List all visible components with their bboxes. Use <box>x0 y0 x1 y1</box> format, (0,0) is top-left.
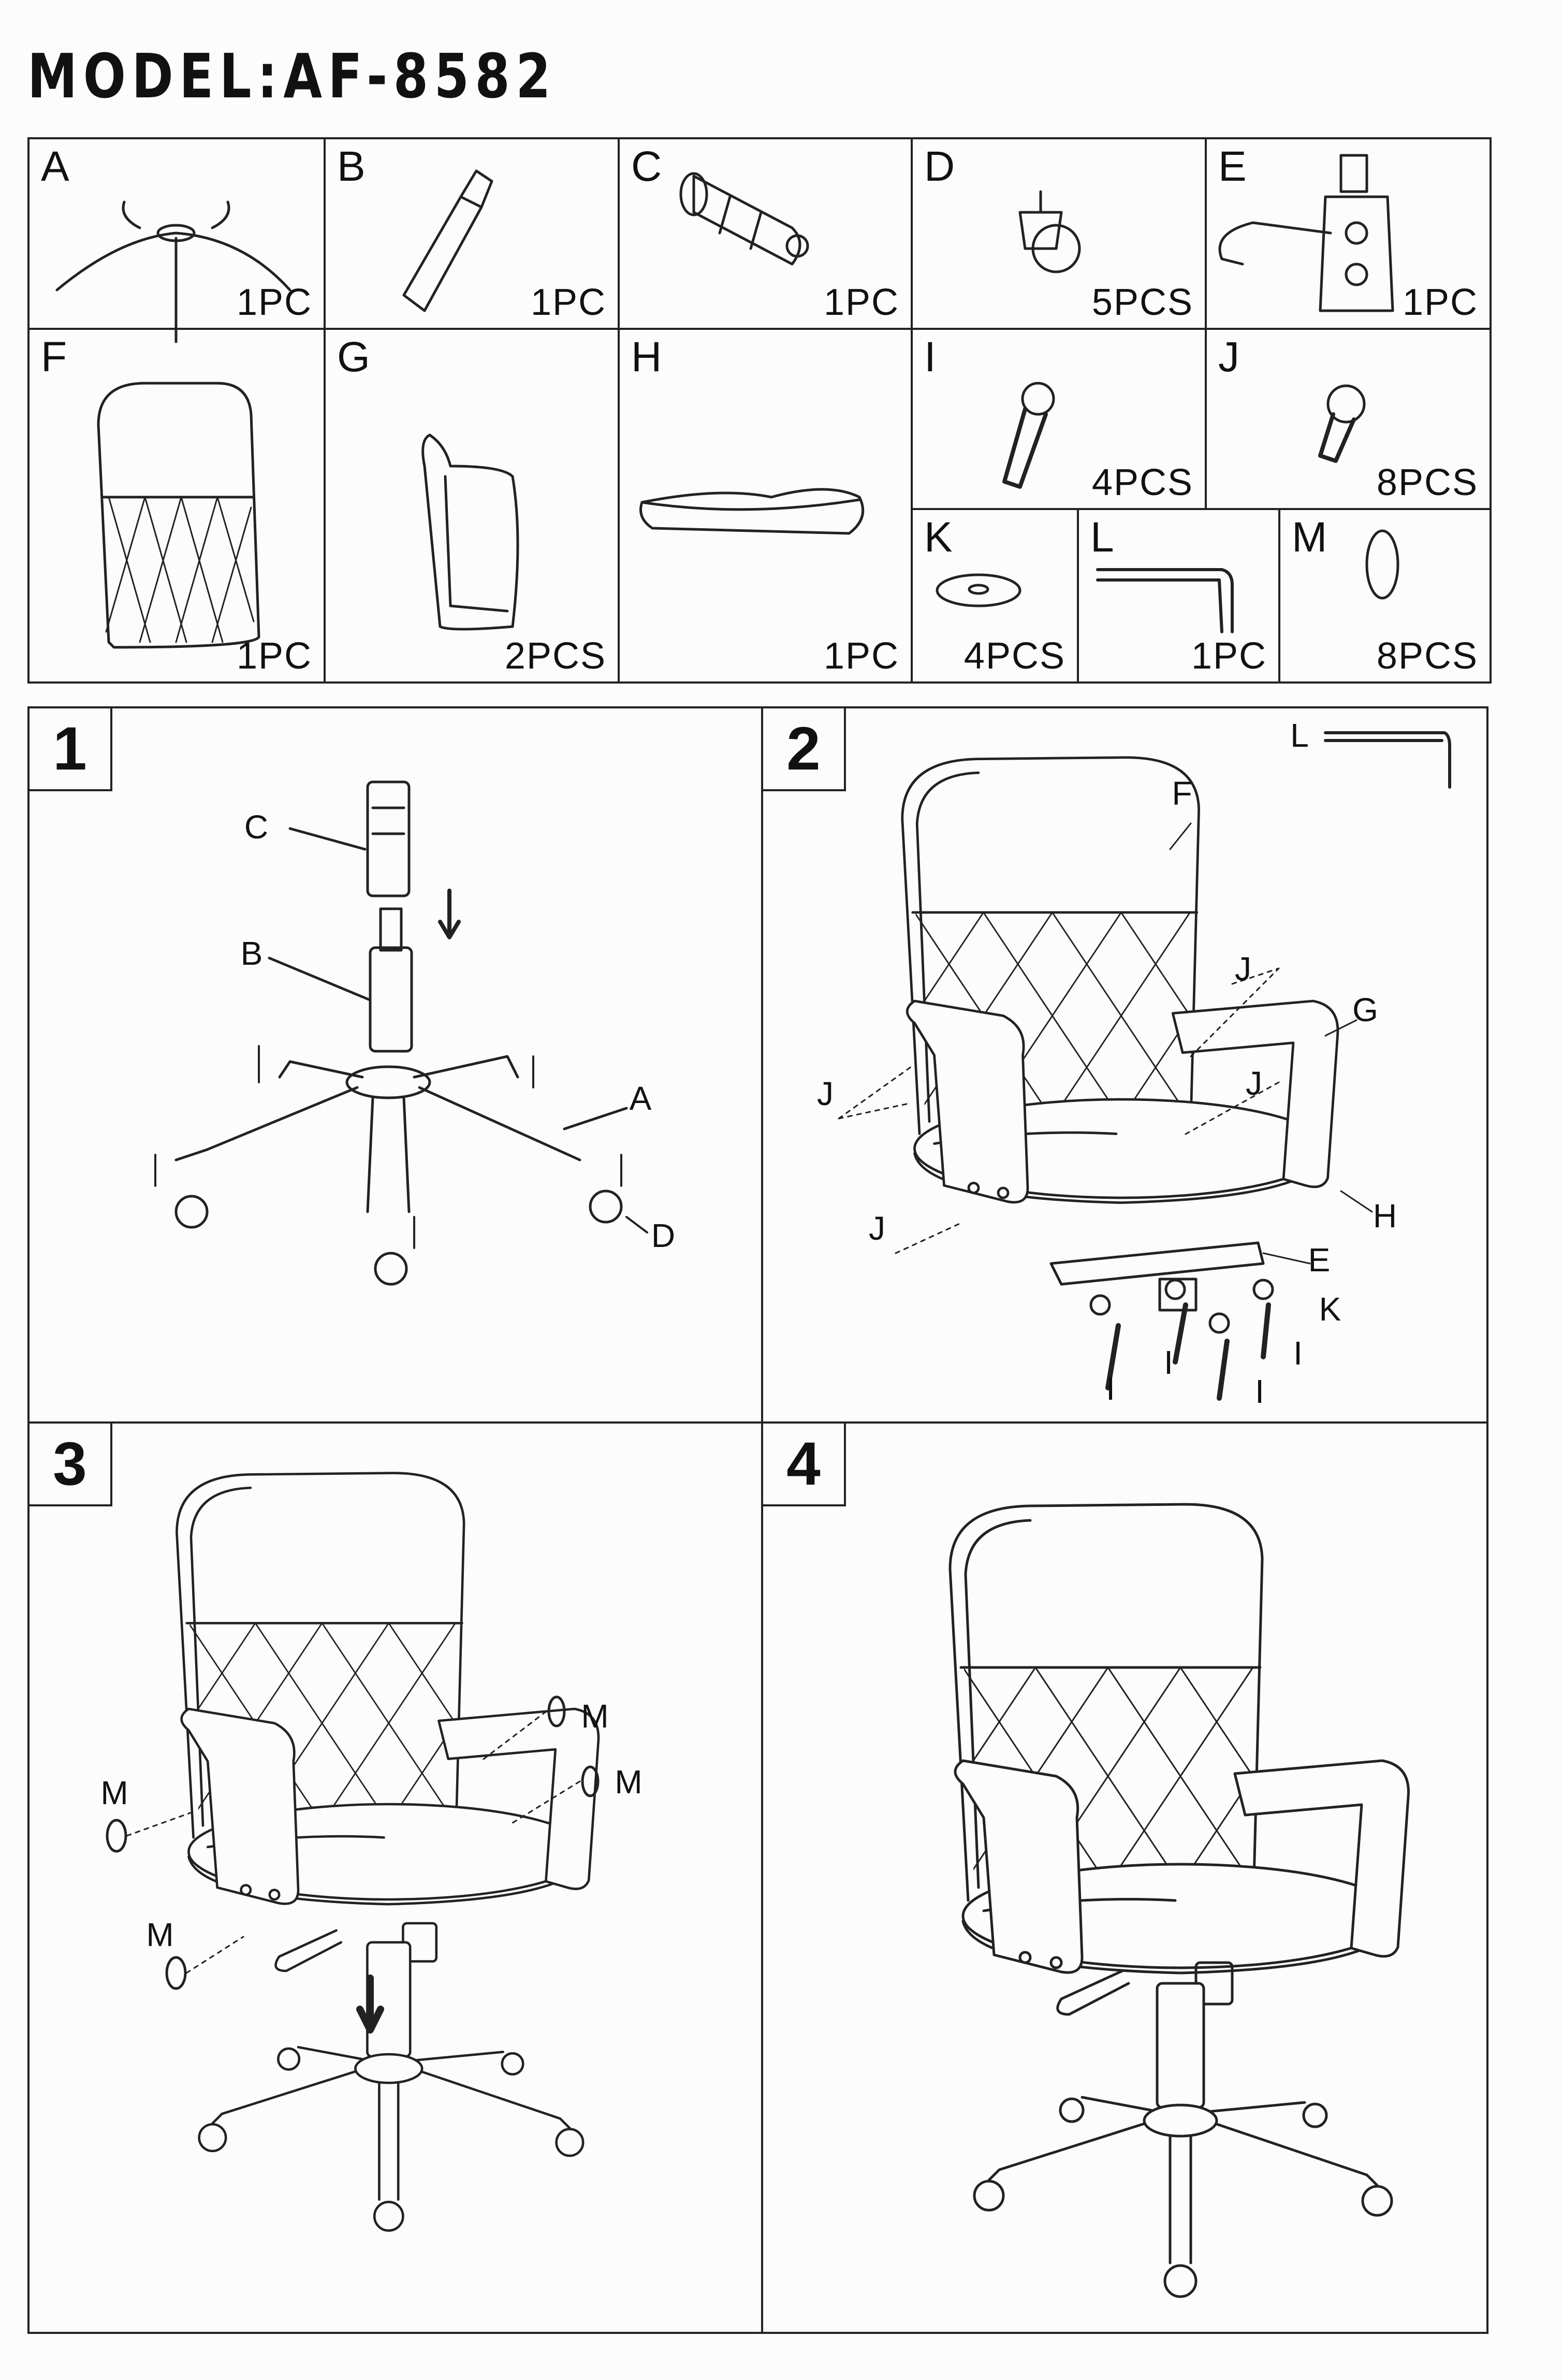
callout-h: H <box>1373 1197 1397 1235</box>
part-letter: B <box>337 143 366 190</box>
part-m-cap-drawing <box>1365 529 1399 600</box>
part-letter: A <box>41 143 69 190</box>
part-letter: C <box>631 143 662 190</box>
step-3-arrow <box>356 1975 384 2034</box>
part-quantity: 1PC <box>823 282 899 323</box>
part-d-caster-drawing <box>1018 190 1081 273</box>
step-2-hardware <box>838 731 1451 1401</box>
part-quantity: 1PC <box>1191 635 1267 677</box>
callout-j: J <box>1246 1065 1262 1102</box>
step-number: 4 <box>763 1424 846 1506</box>
callout-d: D <box>651 1217 676 1254</box>
callout-l: L <box>1290 717 1309 754</box>
part-j-bolt-drawing <box>1318 384 1366 463</box>
callout-j: J <box>869 1210 885 1247</box>
callout-i: I <box>1255 1373 1264 1410</box>
part-d: D 5PCS <box>911 137 1207 330</box>
callout-a: A <box>629 1080 652 1117</box>
part-h-seat-drawing <box>639 488 865 535</box>
part-f: F 1PC <box>27 328 326 684</box>
part-quantity: 4PCS <box>1091 462 1193 503</box>
callout-i: I <box>1164 1344 1173 1381</box>
part-h: H 1PC <box>618 328 913 684</box>
part-a: A 1PC <box>27 137 326 330</box>
part-e-mechanism-drawing <box>1218 154 1394 312</box>
part-letter: D <box>924 143 955 190</box>
part-c: C 1PC <box>618 137 913 330</box>
part-quantity: 1PC <box>530 282 606 323</box>
part-e: E 1PC <box>1205 137 1492 330</box>
callout-m: M <box>100 1774 128 1811</box>
callout-j: J <box>1235 950 1251 988</box>
step-number: 2 <box>763 708 846 791</box>
part-a-base-drawing <box>55 200 291 343</box>
part-quantity: 8PCS <box>1376 635 1478 677</box>
part-l: L 1PC <box>1077 508 1280 684</box>
part-letter: G <box>337 333 370 381</box>
part-f-backrest-drawing <box>97 382 260 649</box>
callout-m: M <box>581 1697 609 1735</box>
callout-e: E <box>1308 1241 1331 1279</box>
part-quantity: 8PCS <box>1376 462 1478 503</box>
callout-i: I <box>1293 1334 1303 1372</box>
callout-g: G <box>1352 991 1378 1028</box>
part-letter: H <box>631 333 662 381</box>
part-letter: M <box>1292 514 1327 561</box>
part-l-allen-key-drawing <box>1096 568 1234 633</box>
part-letter: I <box>924 333 936 381</box>
step-3-caps <box>106 1695 600 1990</box>
callout-f: F <box>1172 775 1192 812</box>
part-quantity: 2PCS <box>504 635 606 677</box>
part-j: J 8PCS <box>1205 328 1492 510</box>
part-letter: L <box>1090 514 1114 561</box>
callout-m: M <box>615 1763 643 1801</box>
callout-k: K <box>1319 1290 1341 1328</box>
part-letter: J <box>1218 333 1239 381</box>
part-quantity: 1PC <box>823 635 899 677</box>
part-quantity: 1PC <box>236 282 312 323</box>
part-i: I 4PCS <box>911 328 1207 510</box>
step-1-drawing <box>154 780 648 1286</box>
part-k-washer-drawing <box>936 573 1021 607</box>
step-number: 3 <box>30 1424 112 1506</box>
step-4-panel: 4 <box>761 1421 1488 2334</box>
part-quantity: 1PC <box>236 635 312 677</box>
part-quantity: 4PCS <box>964 635 1065 677</box>
callout-b: B <box>240 935 263 972</box>
step-2-panel: 2 <box>761 706 1488 1424</box>
part-letter: K <box>924 514 953 561</box>
callout-m: M <box>146 1916 174 1953</box>
part-letter: E <box>1218 143 1247 190</box>
part-g: G 2PCS <box>324 328 620 684</box>
part-m: M 8PCS <box>1278 508 1492 684</box>
part-c-cylinder-cover-drawing <box>679 172 809 266</box>
part-quantity: 1PC <box>1402 282 1478 323</box>
part-g-armrest-drawing <box>421 433 519 631</box>
part-b: B 1PC <box>324 137 620 330</box>
callout-j: J <box>817 1075 834 1112</box>
step-3-panel: 3 <box>27 1421 763 2334</box>
part-k: K 4PCS <box>911 508 1079 684</box>
model-title: MODEL:AF-8582 <box>27 40 557 112</box>
part-i-bolt-drawing <box>1002 382 1055 489</box>
part-quantity: 5PCS <box>1091 282 1193 323</box>
callout-c: C <box>244 808 269 846</box>
callout-i: I <box>1106 1370 1115 1407</box>
part-letter: F <box>41 333 67 381</box>
step-1-panel: 1 <box>27 706 763 1424</box>
step-number: 1 <box>30 708 112 791</box>
part-b-gas-lift-drawing <box>402 169 493 312</box>
